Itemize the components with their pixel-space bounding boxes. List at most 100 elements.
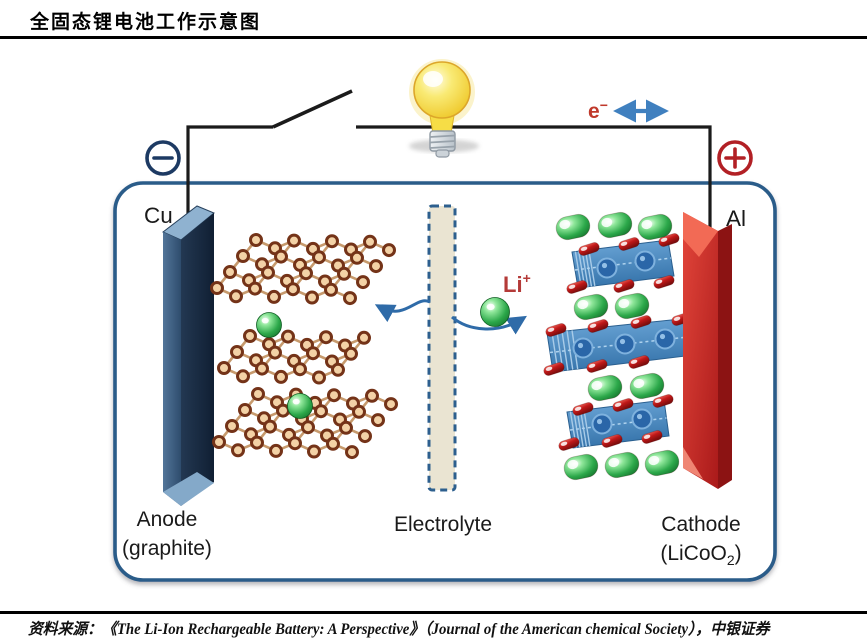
carbon-atom	[371, 413, 385, 428]
oxygen-atom	[628, 355, 650, 369]
capsule-highlight	[641, 219, 653, 230]
capsule-highlight	[632, 319, 640, 324]
oxygen-atom	[586, 359, 608, 373]
capsule-highlight	[577, 299, 589, 310]
sphere-highlight	[486, 303, 495, 311]
figure-title: 全固态锂电池工作示意图	[30, 11, 262, 33]
li-ion-capsule	[587, 374, 623, 402]
capsule-highlight	[603, 438, 611, 443]
li-ion-capsule	[637, 213, 673, 241]
capsule-highlight	[559, 219, 571, 230]
anode-li-ions	[256, 312, 313, 419]
cu-label: Cu	[144, 203, 173, 228]
oxygen-atom	[630, 315, 652, 329]
carbon-atom	[299, 266, 313, 281]
li-ion-capsule	[573, 293, 609, 321]
sphere-highlight	[261, 317, 269, 324]
oxygen-atom	[612, 398, 634, 412]
oxygen-atom	[545, 323, 567, 337]
carbon-atom	[217, 361, 231, 375]
carbon-atom	[356, 275, 370, 290]
carbon-atom	[358, 429, 372, 444]
oxygen-atom	[572, 402, 594, 416]
carbon-atom	[344, 346, 358, 361]
li-ion-arrow-left-icon	[374, 299, 431, 323]
carbon-atom	[352, 404, 366, 419]
carbon-atom	[345, 445, 359, 460]
capsule-highlight	[618, 298, 630, 309]
octahedra-edge	[581, 250, 589, 287]
capsule-highlight	[648, 455, 660, 466]
capsule-highlight	[591, 380, 603, 391]
oxygen-atom	[653, 275, 675, 289]
carbon-atom	[286, 282, 300, 297]
cobalt-highlight	[639, 255, 646, 262]
oxygen-atom	[566, 280, 588, 294]
carbon-atom	[331, 362, 345, 377]
oxygen-atom	[578, 242, 600, 256]
carbon-atom	[306, 346, 320, 361]
oxygen-atom	[578, 242, 600, 256]
capsule-highlight	[620, 241, 628, 246]
capsule-highlight	[568, 284, 576, 289]
li-ion-sphere	[480, 297, 510, 327]
capsule-highlight	[655, 279, 663, 284]
cobalt-atom	[631, 408, 653, 430]
capsule-highlight	[567, 459, 579, 470]
carbon-atom	[312, 250, 326, 265]
carbon-atom	[319, 330, 333, 345]
li-ion-capsule	[563, 453, 599, 481]
carbon-atom	[337, 266, 351, 281]
carbon-atom	[314, 404, 328, 419]
carbon-atom	[243, 329, 257, 343]
capsule-highlight	[654, 398, 662, 403]
cobalt-atom	[654, 328, 676, 350]
carbon-atom	[357, 330, 371, 345]
carbon-atom	[343, 291, 357, 306]
carbon-atom	[324, 282, 338, 297]
oxygen-atom	[618, 237, 640, 251]
positive-terminal-icon	[717, 140, 753, 176]
graphite-atoms	[217, 329, 371, 385]
cobalt-highlight	[636, 413, 643, 420]
octahedra-edge	[588, 249, 596, 287]
electrolyte-separator	[427, 204, 457, 492]
li-ion-arrow-right-icon	[451, 315, 527, 335]
cobalt-bond-line	[569, 417, 667, 431]
oxygen-atom	[653, 275, 675, 289]
capsule-highlight	[643, 434, 651, 439]
carbon-atom	[236, 249, 250, 263]
graphite-atoms	[210, 233, 396, 306]
graphite-anode-structure	[210, 233, 398, 460]
carbon-atom	[339, 420, 353, 435]
cobalt-atom	[572, 337, 594, 359]
carbon-atom	[382, 243, 396, 258]
oxygen-atom	[545, 323, 567, 337]
carbon-atom	[223, 265, 237, 279]
oxygen-atom	[641, 430, 663, 444]
capsule-highlight	[574, 406, 582, 411]
oxygen-atom	[628, 355, 650, 369]
oxygen-atom	[558, 437, 580, 451]
cobalt-highlight	[596, 418, 603, 425]
carbon-atom	[250, 435, 264, 450]
cobalt-highlight	[577, 342, 584, 349]
oxygen-atom	[601, 434, 623, 448]
octahedra-edge	[561, 331, 569, 371]
oxygen-atom	[630, 315, 652, 329]
source-attribution: 资料来源：《The Li-Ion Rechargeable Battery: A…	[28, 621, 770, 638]
circuit-wire	[186, 89, 712, 238]
capsule-highlight	[630, 359, 638, 364]
carbon-atom	[274, 369, 288, 384]
carbon-atom	[212, 435, 226, 449]
li-ion-capsule	[597, 211, 633, 239]
cobalt-atom	[596, 257, 618, 279]
carbon-atom	[249, 233, 263, 247]
carbon-atom	[288, 436, 302, 451]
capsule-highlight	[589, 323, 597, 328]
wire-right	[356, 125, 712, 238]
oxygen-atom	[572, 402, 594, 416]
cobalt-atom	[614, 333, 636, 355]
carbon-atom	[327, 388, 341, 403]
